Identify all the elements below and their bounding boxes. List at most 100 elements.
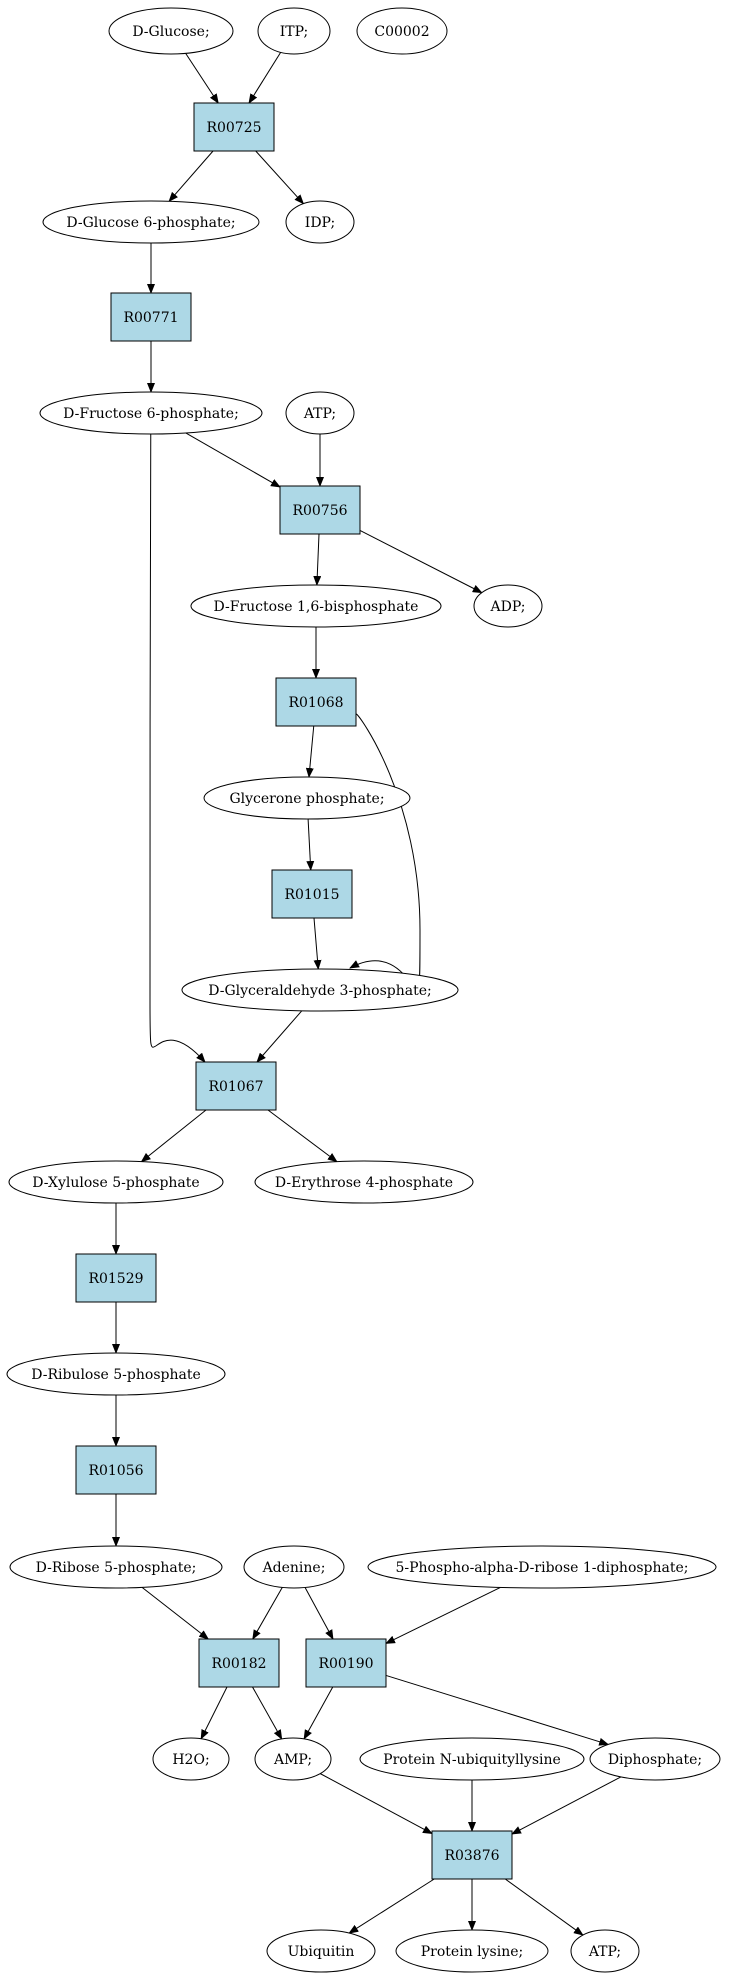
edge-f6p-to-r00756	[185, 432, 281, 488]
edge-r00190-to-ppi	[385, 1674, 610, 1746]
metabolite-node-plys: Protein lysine;	[395, 1929, 549, 1973]
metabolite-ellipse	[181, 968, 459, 1012]
metabolite-ellipse	[257, 7, 331, 55]
node-label: Protein N-ubiquityllysine	[383, 1752, 561, 1768]
metabolite-ellipse	[473, 584, 543, 628]
edge-r01067-to-e4p	[267, 1109, 338, 1163]
metabolite-ellipse	[190, 584, 442, 628]
node-label: R01529	[88, 1271, 143, 1287]
node-label: R03876	[444, 1848, 499, 1864]
metabolite-ellipse	[108, 7, 234, 55]
reaction-node-r00190: R00190	[305, 1638, 387, 1688]
reaction-node-r00771: R00771	[110, 292, 192, 342]
node-label: R01015	[284, 887, 339, 903]
edge-r00190-to-amp	[303, 1686, 334, 1740]
metabolite-ellipse	[395, 1929, 549, 1973]
metabolite-ellipse	[254, 1737, 332, 1781]
metabolite-node-x5p: D-Xylulose 5-phosphate	[8, 1160, 224, 1204]
node-label: R00756	[292, 503, 347, 519]
metabolite-ellipse	[285, 391, 355, 435]
reaction-node-r01015: R01015	[271, 869, 353, 919]
node-label: R01067	[208, 1079, 263, 1095]
node-label: Ubiquitin	[288, 1944, 355, 1960]
metabolite-node-ru5p: D-Ribulose 5-phosphate	[6, 1352, 226, 1396]
node-label: D-Glucose;	[132, 24, 209, 40]
metabolite-node-g3p: D-Glyceraldehyde 3-phosphate;	[181, 968, 459, 1012]
node-label: IDP;	[305, 215, 335, 231]
reaction-node-r00182: R00182	[198, 1638, 280, 1688]
metabolite-node-g6p: D-Glucose 6-phosphate;	[42, 200, 260, 244]
node-label: R00190	[318, 1656, 373, 1672]
metabolite-node-f6p: D-Fructose 6-phosphate;	[39, 391, 263, 435]
node-label: Glycerone phosphate;	[229, 791, 384, 807]
edge-prpp-to-r00190	[385, 1586, 501, 1644]
metabolite-node-adp: ADP;	[473, 584, 543, 628]
metabolite-ellipse	[6, 1352, 226, 1396]
reaction-box	[75, 1445, 157, 1495]
edge-r00182-to-amp	[252, 1686, 283, 1740]
metabolite-node-e4p: D-Erythrose 4-phosphate	[254, 1160, 474, 1204]
edge-r00182-to-h2o	[200, 1686, 228, 1740]
node-label: AMP;	[273, 1752, 312, 1768]
metabolite-ellipse	[9, 1545, 223, 1589]
metabolite-ellipse	[285, 200, 355, 244]
edge-r00725-to-idp	[255, 150, 305, 205]
node-label: C00002	[374, 24, 429, 40]
node-label: D-Ribose 5-phosphate;	[36, 1560, 197, 1576]
reaction-box	[279, 485, 361, 535]
edge-ppi-to-r03876	[511, 1776, 622, 1835]
reaction-box	[198, 1638, 280, 1688]
metabolite-ellipse	[243, 1545, 345, 1589]
edge-r01068-to-dhap	[305, 725, 315, 778]
edge-r01015-to-g3p	[313, 917, 322, 970]
metabolite-node-glucose: D-Glucose;	[108, 7, 234, 55]
metabolite-node-idp: IDP;	[285, 200, 355, 244]
metabolite-ellipse	[589, 1737, 721, 1781]
metabolite-node-fbp: D-Fructose 1,6-bisphosphate	[190, 584, 442, 628]
node-label: Protein lysine;	[421, 1944, 523, 1960]
edge-r03876-to-ubiquitin	[348, 1878, 435, 1934]
metabolite-node-r5p: D-Ribose 5-phosphate;	[9, 1545, 223, 1589]
metabolite-ellipse	[39, 391, 263, 435]
metabolite-ellipse	[152, 1737, 230, 1781]
reaction-node-r00725: R00725	[193, 102, 275, 152]
node-label: R01068	[288, 695, 343, 711]
node-label: D-Ribulose 5-phosphate	[31, 1367, 201, 1383]
node-label: ADP;	[490, 599, 526, 615]
edge-r01067-to-x5p	[140, 1109, 207, 1163]
reaction-box	[193, 102, 275, 152]
metabolite-node-ubiquitin: Ubiquitin	[266, 1929, 376, 1973]
edge-r00756-to-adp	[359, 529, 483, 594]
edge-r03876-to-atp2	[504, 1878, 584, 1936]
reaction-node-r00756: R00756	[279, 485, 361, 535]
metabolite-ellipse	[266, 1929, 376, 1973]
node-label: H2O;	[172, 1752, 209, 1768]
metabolite-node-h2o: H2O;	[152, 1737, 230, 1781]
metabolite-node-ppi: Diphosphate;	[589, 1737, 721, 1781]
reaction-node-r01056: R01056	[75, 1445, 157, 1495]
metabolite-ellipse	[359, 1737, 585, 1781]
metabolite-node-atp1: ATP;	[285, 391, 355, 435]
reaction-box	[195, 1061, 277, 1111]
reaction-node-r03876: R03876	[431, 1830, 513, 1880]
node-label: D-Glucose 6-phosphate;	[66, 215, 235, 231]
reaction-node-r01067: R01067	[195, 1061, 277, 1111]
edge-r00756-to-fbp	[313, 533, 322, 586]
metabolite-node-atp2: ATP;	[570, 1929, 640, 1973]
node-label: D-Glyceraldehyde 3-phosphate;	[208, 983, 431, 999]
node-label: R00725	[206, 120, 261, 136]
metabolite-node-amp: AMP;	[254, 1737, 332, 1781]
edge-dhap-to-r01015	[306, 818, 315, 871]
node-label: 5-Phospho-alpha-D-ribose 1-diphosphate;	[395, 1560, 688, 1576]
edge-r01068-to-g3p	[349, 713, 421, 990]
node-label: D-Erythrose 4-phosphate	[275, 1175, 453, 1191]
node-label: ATP;	[588, 1944, 621, 1960]
metabolite-ellipse	[203, 776, 411, 820]
edge-r00725-to-g6p	[168, 150, 214, 203]
metabolite-ellipse	[8, 1160, 224, 1204]
metabolite-ellipse	[367, 1545, 717, 1589]
reaction-box	[431, 1830, 513, 1880]
metabolite-node-itp: ITP;	[257, 7, 331, 55]
